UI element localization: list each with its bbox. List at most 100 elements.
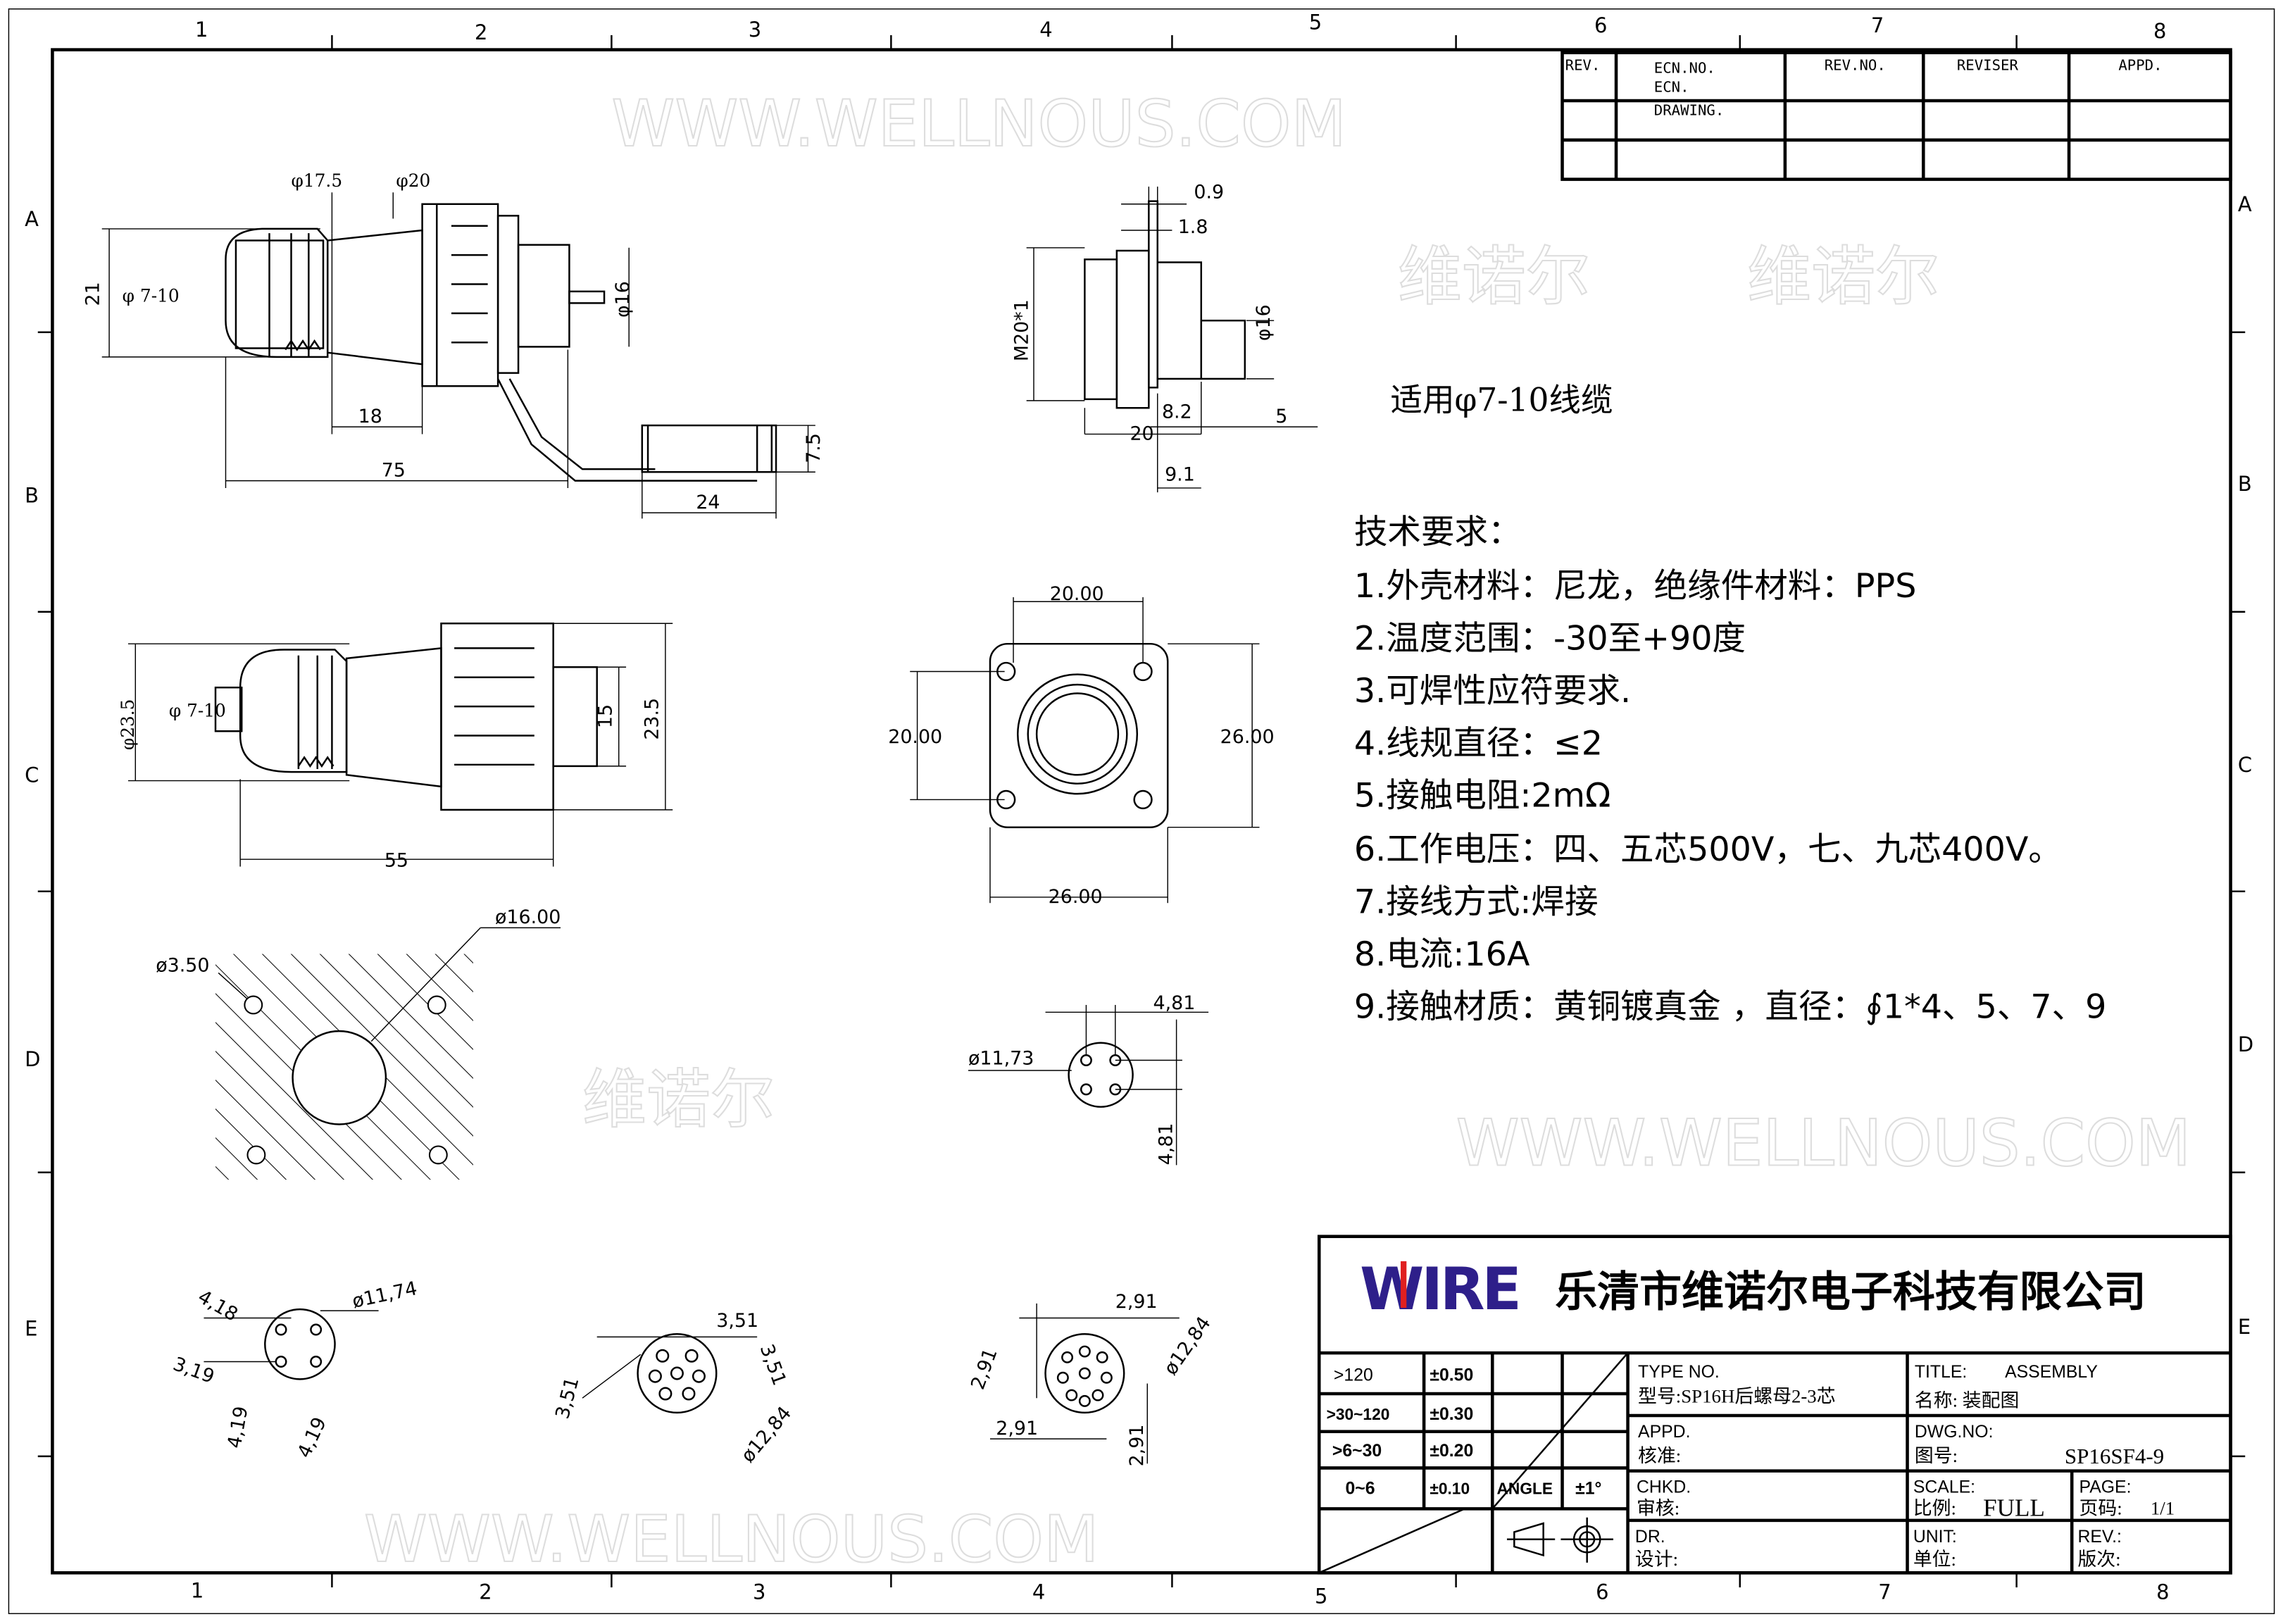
tolerance-value: ±0.30 (1430, 1405, 1473, 1424)
dimension-label: 7.5 (803, 433, 825, 463)
socket-front-dimensions: 20.00 20.00 26.00 26.00 (888, 583, 1274, 908)
angle-value: ±1° (1575, 1480, 1601, 1499)
dimension-label: 23.5 (642, 698, 663, 740)
scale-value: FULL (1983, 1494, 2045, 1522)
revision-table: REV. ECN.NO. ECN. DRAWING. REV.NO. REVIS… (1560, 51, 2232, 181)
watermark-cn: 维诺尔 (582, 1063, 775, 1137)
socket-side-view (1026, 186, 1318, 493)
revision-header: ECN.NO. (1654, 60, 1715, 77)
dimension-label: 4,19 (224, 1405, 253, 1450)
dimension-label: 2,91 (1115, 1291, 1158, 1313)
dimension-label: 2,91 (1126, 1425, 1148, 1467)
logo-text: WIRE (1360, 1255, 1519, 1323)
dimension-label: 3,19 (170, 1353, 218, 1388)
dimension-label: ø11,74 (350, 1278, 419, 1313)
grid-column-label: 4 (1032, 1580, 1045, 1604)
technical-requirements: 技术要求： 1.外壳材料：尼龙，绝缘件材料：PPS 2.温度范围：-30至+90… (1354, 513, 2107, 1027)
dr-label: DR. (1635, 1528, 1665, 1547)
dimension-label: ø16.00 (495, 906, 561, 928)
grid-row-label: C (2238, 753, 2252, 777)
pin-layout-4-dims: 4,18 ø11,74 3,19 4,19 4,19 (170, 1278, 420, 1461)
requirement-item: 3.可焊性应符要求. (1354, 672, 1631, 711)
watermark-url: WWW.WELLNOUS.COM (611, 87, 1346, 161)
type-no-label: TYPE NO. (1638, 1363, 1720, 1382)
requirement-item: 6.工作电压：四、五芯500V，七、九芯400V。 (1354, 830, 2062, 869)
rev-label: REV.: (2077, 1528, 2122, 1547)
dimension-label: ø12,84 (737, 1402, 796, 1466)
revision-header: REV.NO. (1825, 57, 1886, 74)
dimension-label: 1.8 (1178, 216, 1208, 238)
dimension-label: 26.00 (1220, 726, 1275, 748)
dimension-label: 55 (384, 850, 408, 872)
grid-row-label: A (2238, 192, 2252, 216)
pin-layout-9-dims: 2,91 ø12,84 2,91 2,91 2,91 (967, 1291, 1215, 1466)
tolerance-range: 0~6 (1345, 1480, 1375, 1499)
grid-row-label: B (25, 484, 39, 508)
dimension-label: 20.00 (888, 726, 942, 748)
pin-layout-4 (204, 1308, 379, 1380)
pin-layout-4-front-dims: 4,81 ø11,73 4,81 (968, 992, 1195, 1165)
appd-cn: 核准: (1638, 1445, 1681, 1466)
grid-row-label: A (25, 207, 39, 231)
dimension-label: 20.00 (1050, 583, 1104, 605)
dimension-label: φ20 (396, 170, 430, 191)
requirement-item: 5.接触电阻:2mΩ (1354, 777, 1610, 816)
panel-cutout: ø16.00 ø3.50 (156, 906, 561, 1180)
dimension-label: 5 (1275, 406, 1287, 427)
revision-drawing-label: DRAWING. (1654, 102, 1725, 119)
chkd-cn: 审核: (1637, 1498, 1680, 1519)
company-name: 乐清市维诺尔电子科技有限公司 (1555, 1268, 2146, 1317)
tolerance-value: ±0.20 (1430, 1442, 1473, 1461)
dimension-label: ø3.50 (156, 954, 209, 976)
dimension-label: 3,51 (716, 1310, 758, 1332)
revision-header: REV. (1565, 57, 1601, 74)
plug-side-view (127, 623, 673, 867)
watermark-url: WWW.WELLNOUS.COM (364, 1503, 1099, 1577)
grid-column-label: 3 (753, 1580, 765, 1604)
grid-row-label: B (2238, 472, 2252, 496)
page-label: PAGE: (2079, 1478, 2132, 1497)
dwg-cn: 图号: (1915, 1445, 1958, 1466)
grid-column-label: 1 (195, 18, 208, 42)
dimension-label: 9.1 (1165, 464, 1195, 486)
revision-header-sub: ECN. (1654, 79, 1689, 96)
grid-column-label: 8 (2153, 19, 2166, 43)
dimension-label: φ17.5 (292, 170, 343, 191)
dimension-label: 15 (594, 704, 616, 728)
page-value: 1/1 (2151, 1498, 2175, 1519)
dr-cn: 设计: (1635, 1549, 1678, 1570)
projection-symbol-icon (1506, 1517, 1613, 1563)
dimension-label: 2,91 (996, 1418, 1038, 1439)
scale-label: SCALE: (1913, 1478, 1975, 1497)
grid-column-label: 2 (479, 1580, 492, 1604)
cable-note: 适用φ7-10线缆 (1391, 381, 1613, 418)
page-cn: 页码: (2079, 1498, 2122, 1519)
grid-column-label: 5 (1309, 11, 1322, 35)
dimension-label: 4,19 (294, 1414, 331, 1461)
plug-side-dimensions: φ23.5 φ 7-10 15 23.5 55 (118, 698, 663, 872)
grid-row-label: D (25, 1047, 40, 1071)
grid-column-label: 8 (2156, 1580, 2169, 1604)
dimension-label: 4,81 (1153, 992, 1196, 1014)
dimension-label: 8.2 (1162, 401, 1192, 423)
unit-label: UNIT: (1913, 1528, 1957, 1547)
dimension-label: 3,51 (551, 1375, 583, 1421)
dimension-label: φ16 (612, 281, 634, 318)
pin-layout-7 (582, 1332, 758, 1414)
dimension-label: 21 (82, 282, 104, 306)
title-value: ASSEMBLY (2005, 1363, 2098, 1382)
socket-front-view (910, 597, 1260, 904)
dwg-value: SP16SF4-9 (2065, 1444, 2164, 1468)
grid-column-label: 2 (475, 20, 487, 44)
grid-row-label: D (2238, 1032, 2253, 1056)
grid-column-label: 1 (191, 1578, 204, 1602)
grid-row-label: E (25, 1316, 37, 1340)
tolerance-range: >30~120 (1327, 1405, 1390, 1423)
angle-label: ANGLE (1496, 1480, 1553, 1498)
tolerance-value: ±0.10 (1430, 1480, 1470, 1498)
dimension-label: M20*1 (1011, 299, 1033, 361)
name-value: 名称: 装配图 (1915, 1390, 2019, 1411)
grid-column-label: 7 (1871, 13, 1884, 37)
title-label: TITLE: (1915, 1363, 1967, 1382)
